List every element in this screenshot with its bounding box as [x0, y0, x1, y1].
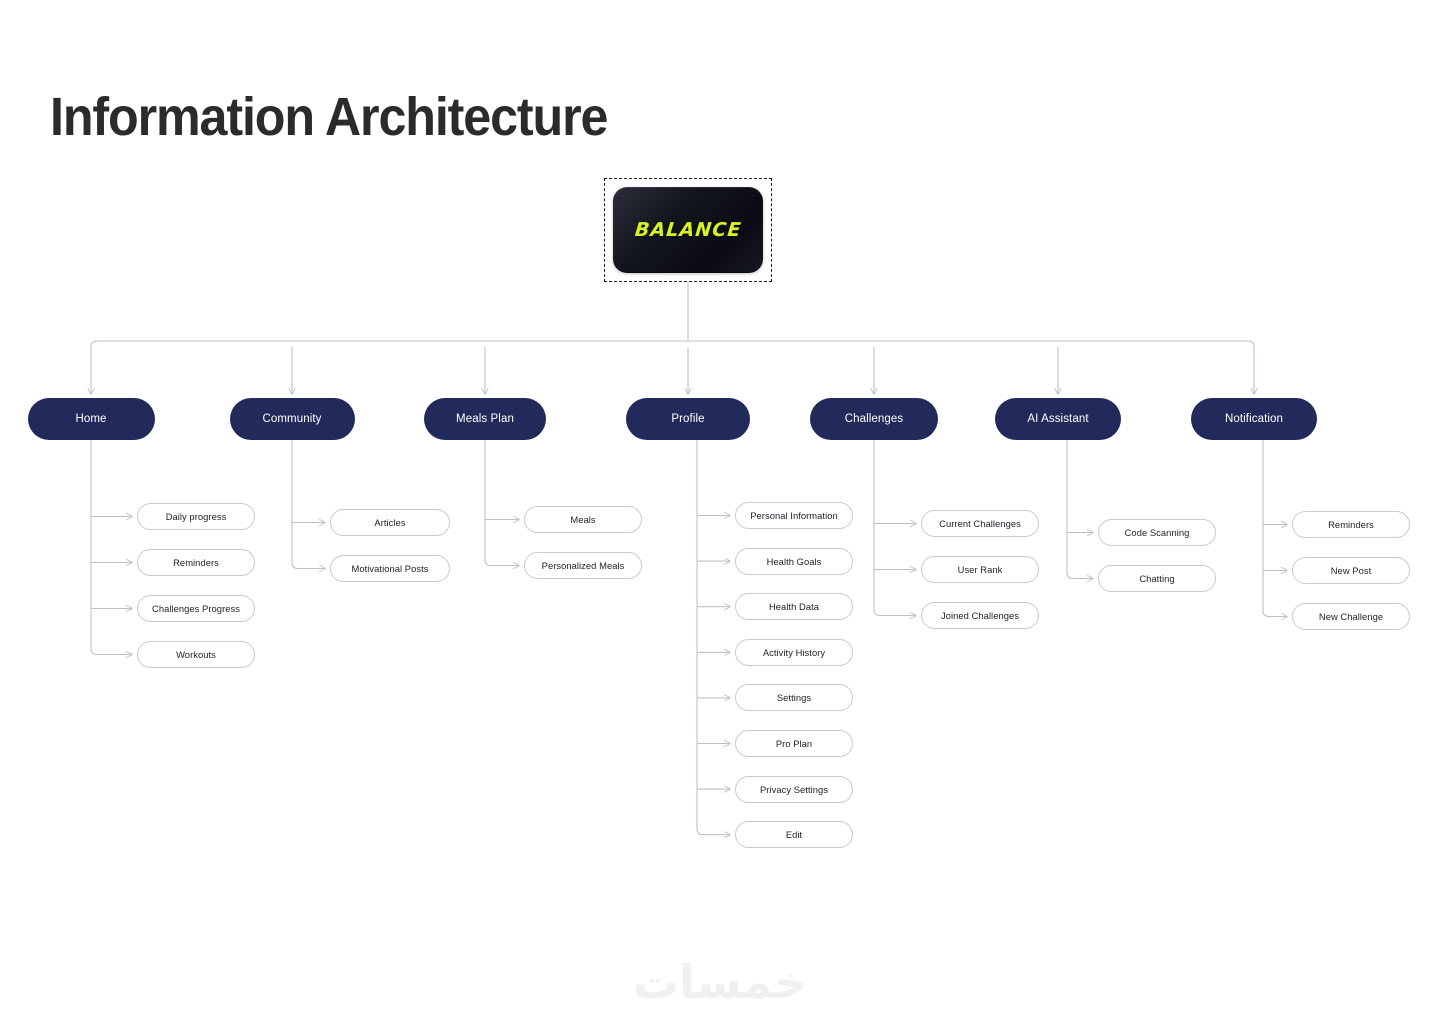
node-label: Profile [671, 413, 705, 425]
node-level2-meals-plan-0[interactable]: Meals [524, 506, 642, 533]
node-level2-challenges-1[interactable]: User Rank [921, 556, 1039, 583]
node-level2-profile-5[interactable]: Pro Plan [735, 730, 853, 757]
node-level2-home-2[interactable]: Challenges Progress [137, 595, 255, 622]
node-level2-meals-plan-1[interactable]: Personalized Meals [524, 552, 642, 579]
node-label: Personal Information [750, 510, 838, 521]
node-level2-profile-1[interactable]: Health Goals [735, 547, 853, 575]
node-level2-home-0[interactable]: Daily progress [137, 503, 255, 530]
node-label: Community [262, 413, 322, 425]
node-level1-profile[interactable]: Profile [626, 398, 750, 440]
node-label: Pro Plan [775, 738, 813, 749]
node-level2-profile-4[interactable]: Settings [735, 684, 853, 712]
node-level2-notification-1[interactable]: New Post [1292, 557, 1410, 584]
node-level2-ai-assistant-0[interactable]: Code Scanning [1098, 519, 1216, 546]
node-level2-profile-3[interactable]: Activity History [735, 638, 853, 666]
node-level2-home-3[interactable]: Workouts [137, 641, 255, 668]
node-level1-ai-assistant[interactable]: AI Assistant [995, 398, 1121, 440]
node-label: New Post [1330, 565, 1372, 576]
node-level2-profile-6[interactable]: Privacy Settings [735, 775, 853, 803]
node-label: Current Challenges [939, 518, 1021, 529]
node-label: Reminders [1328, 519, 1374, 530]
node-label: Home [75, 413, 107, 425]
node-label: Notification [1224, 413, 1284, 425]
node-level1-notification[interactable]: Notification [1191, 398, 1317, 440]
node-level2-notification-0[interactable]: Reminders [1292, 511, 1410, 538]
page-title: Information Architecture [50, 87, 608, 148]
node-level2-challenges-0[interactable]: Current Challenges [921, 510, 1039, 537]
node-label: Health Data [768, 601, 820, 613]
node-label: Articles [374, 517, 406, 528]
node-label: Code Scanning [1124, 527, 1190, 538]
root-logo-box: BALANCE [613, 187, 763, 273]
node-label: Motivational Posts [351, 563, 429, 574]
node-level2-profile-0[interactable]: Personal Information [735, 502, 853, 529]
node-level2-challenges-2[interactable]: Joined Challenges [921, 602, 1039, 629]
node-label: Meals Plan [456, 413, 514, 425]
node-label: Personalized Meals [541, 560, 625, 571]
node-level2-profile-2[interactable]: Health Data [735, 593, 853, 621]
node-level2-notification-2[interactable]: New Challenge [1292, 603, 1410, 630]
node-label: Joined Challenges [941, 610, 1019, 621]
node-label: Chatting [1139, 573, 1175, 584]
node-level2-ai-assistant-1[interactable]: Chatting [1098, 565, 1216, 592]
root-logo-label: BALANCE [633, 219, 743, 241]
node-level1-challenges[interactable]: Challenges [810, 398, 938, 440]
node-label: Health Goals [766, 555, 822, 567]
node-label: Activity History [762, 646, 826, 658]
node-label: Reminders [173, 557, 219, 568]
node-level2-community-1[interactable]: Motivational Posts [330, 555, 450, 582]
node-level1-home[interactable]: Home [27, 398, 155, 440]
node-label: Meals [570, 514, 596, 525]
node-label: Workouts [176, 649, 216, 660]
node-level2-community-0[interactable]: Articles [330, 509, 450, 536]
watermark: خمسات [632, 955, 808, 1009]
node-label: User Rank [957, 564, 1003, 575]
node-level2-profile-7[interactable]: Edit [735, 821, 853, 849]
node-label: Challenges Progress [152, 603, 240, 614]
node-label: Settings [776, 692, 812, 704]
node-label: Edit [785, 829, 803, 841]
node-level1-community[interactable]: Community [229, 398, 355, 440]
root-node-balance[interactable]: BALANCE [604, 178, 772, 282]
node-label: New Challenge [1318, 611, 1384, 622]
node-level1-meals-plan[interactable]: Meals Plan [424, 398, 546, 440]
node-label: Daily progress [165, 511, 227, 522]
node-label: Privacy Settings [759, 783, 828, 795]
node-label: Challenges [844, 413, 904, 425]
node-level2-home-1[interactable]: Reminders [137, 549, 255, 576]
node-label: AI Assistant [1027, 413, 1089, 425]
